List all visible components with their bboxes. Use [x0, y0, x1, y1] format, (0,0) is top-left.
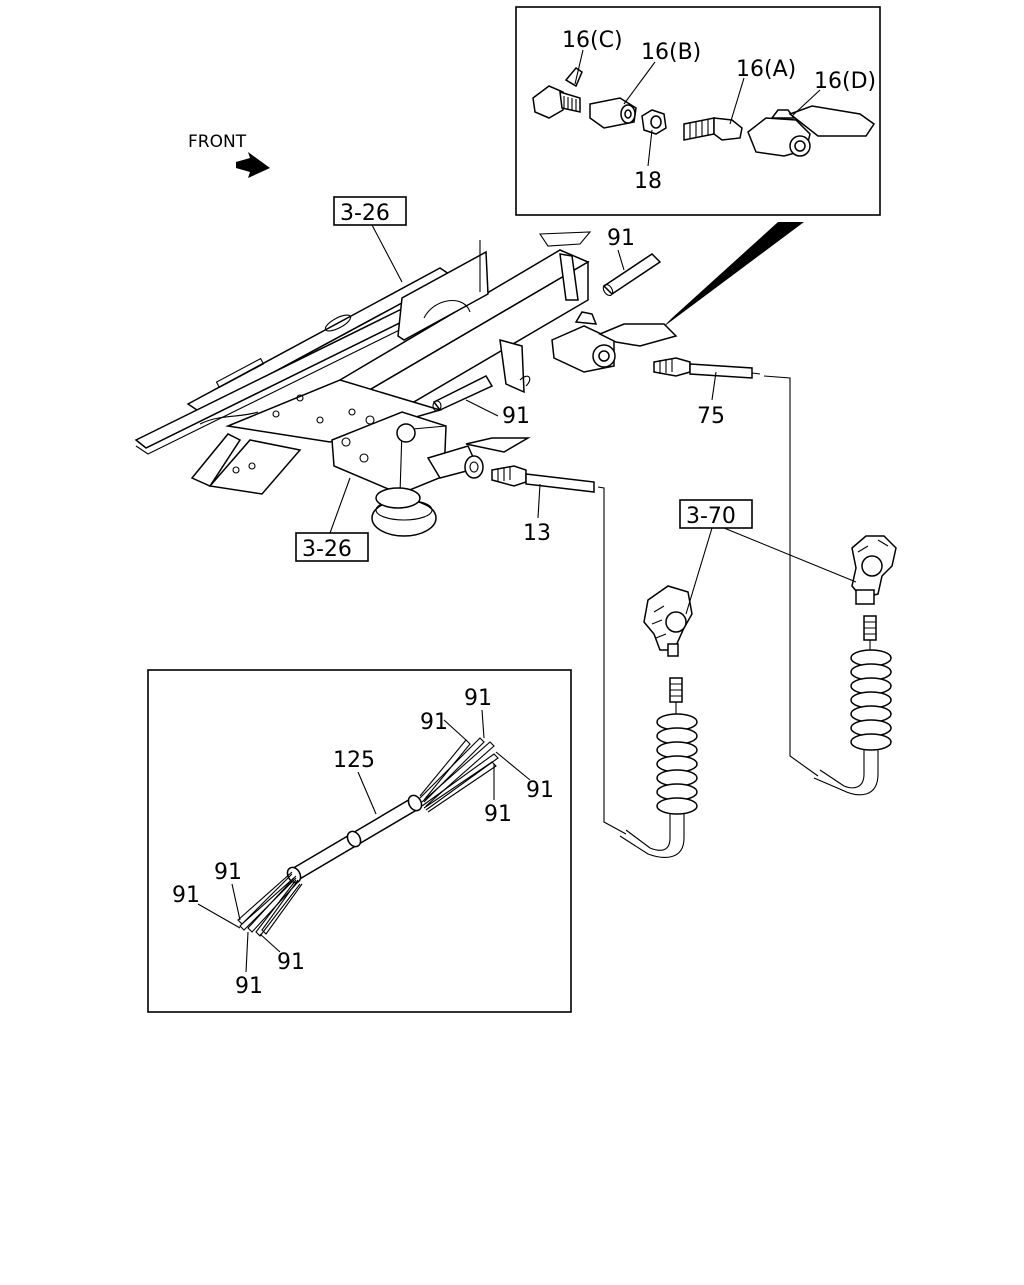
callout-91-mid: 91 — [502, 404, 530, 429]
nipple-16a — [683, 117, 743, 141]
callout-16b: 16(B) — [641, 40, 701, 65]
inset-frame-top — [515, 6, 881, 216]
frame-valve — [551, 311, 678, 373]
line-13 — [491, 465, 627, 835]
callout-91-l2: 91 — [172, 883, 200, 908]
inset-valve-assembly: 16(C) 16(B) 16(A) 16(D) 18 — [515, 6, 881, 216]
front-label: FRONT — [188, 132, 247, 152]
tube-91-upper — [602, 253, 662, 297]
gladhand-left — [643, 585, 693, 657]
front-arrow-icon — [236, 152, 270, 178]
callout-91-r2: 91 — [420, 710, 448, 735]
callout-91-r3: 91 — [526, 778, 554, 803]
ref-box-3-26-bottom: 3-26 — [295, 477, 369, 562]
ref-box-3-70: 3-70 — [679, 499, 857, 615]
ref-box-3-26-top: 3-26 — [333, 196, 407, 283]
coupler-16b — [589, 97, 637, 129]
tube-91-mid — [432, 375, 494, 412]
coil-hose-right — [813, 615, 892, 796]
callout-16c: 16(C) — [562, 28, 623, 53]
callout-91-upper: 91 — [607, 226, 635, 251]
valve-16d — [747, 105, 876, 157]
detail-wedge — [662, 222, 804, 328]
frame-bracket-assembly — [134, 231, 592, 537]
callout-16d: 16(D) — [814, 69, 876, 94]
front-indicator: FRONT — [188, 132, 270, 178]
callout-91-r1: 91 — [464, 686, 492, 711]
fitting-16c — [532, 67, 583, 119]
callout-91-l4: 91 — [235, 974, 263, 999]
callout-125: 125 — [333, 748, 375, 773]
coil-hose-left — [619, 677, 698, 858]
inset-wire-harness: 125 91 91 91 91 91 91 91 91 — [147, 669, 572, 1013]
ref-3-26-bottom-label: 3-26 — [302, 537, 352, 562]
callout-75: 75 — [697, 404, 725, 429]
callout-91-r4: 91 — [484, 802, 512, 827]
callout-16a: 16(A) — [736, 57, 796, 82]
callout-13: 13 — [523, 521, 551, 546]
ref-3-70-label: 3-70 — [686, 504, 736, 529]
gladhand-right — [851, 535, 897, 605]
nut-18 — [641, 109, 667, 135]
ref-3-26-top-label: 3-26 — [340, 201, 390, 226]
inset-frame-bottom — [147, 669, 572, 1013]
callout-91-l1: 91 — [214, 860, 242, 885]
line-75 — [653, 357, 819, 777]
callout-91-l3: 91 — [277, 950, 305, 975]
callout-18: 18 — [634, 169, 662, 194]
